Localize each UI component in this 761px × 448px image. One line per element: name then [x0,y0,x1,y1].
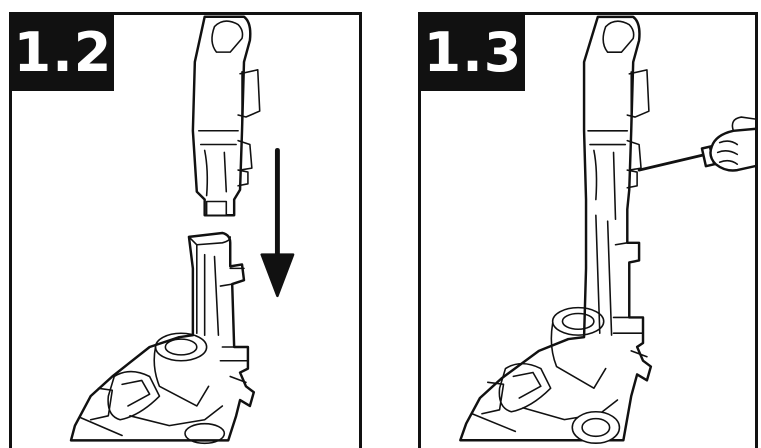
hand-icon [710,117,755,170]
down-arrow-icon [262,150,293,295]
step-number-badge: 1.2 [12,15,114,91]
upper-handle [193,17,260,216]
step-panel-1-2: 1.2 [9,12,362,448]
step-number-badge: 1.3 [421,15,525,91]
step-panel-1-3: 1.3 [418,12,758,448]
vacuum-body-lower [71,233,254,443]
